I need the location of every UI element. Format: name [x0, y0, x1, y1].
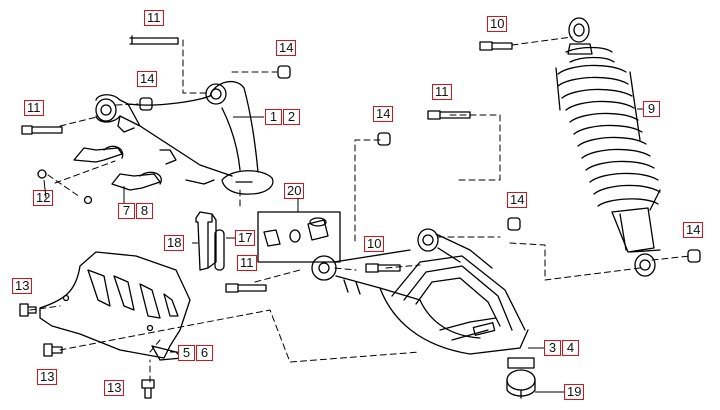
upper-control-arm — [95, 80, 274, 195]
assembly-guide-lines — [29, 36, 691, 383]
bushing-kit — [257, 211, 341, 263]
bushing-brackets — [73, 145, 162, 191]
callout-part-10-top: 10 — [487, 16, 508, 32]
callout-part-13-lower: 13 — [37, 369, 58, 385]
callout-part-17: 17 — [235, 230, 256, 246]
callout-number-box: 3 — [544, 340, 561, 356]
callout-number-box: 14 — [683, 222, 704, 238]
callout-number-box: 1 — [265, 109, 282, 125]
callout-number-box: 8 — [136, 203, 153, 219]
callout-part-12: 12 — [33, 190, 54, 206]
callout-number-box: 14 — [137, 71, 158, 87]
callout-number-box: 4 — [562, 340, 579, 356]
callout-number-box: 17 — [235, 230, 256, 246]
skid-plate-bolts — [19, 303, 155, 399]
callout-part-14-upper-left: 14 — [137, 71, 158, 87]
callout-number-box: 13 — [104, 380, 125, 396]
callout-part-10-mid: 10 — [364, 236, 385, 252]
callout-part-11-mid: 11 — [432, 84, 452, 100]
callout-number-box: 12 — [33, 190, 54, 206]
callout-part-19: 19 — [564, 384, 585, 400]
callout-part-14-mid: 14 — [373, 106, 394, 122]
callout-number-box: 11 — [144, 10, 164, 26]
callout-number-box: 10 — [364, 236, 385, 252]
callout-part-20: 20 — [284, 183, 305, 199]
callout-number-box: 13 — [12, 278, 33, 294]
lower-fasteners — [225, 110, 521, 293]
callout-part-11-top: 11 — [144, 10, 164, 26]
callout-number-box: 14 — [507, 192, 528, 208]
callout-number-box: 11 — [432, 84, 452, 100]
callout-number-box: 11 — [24, 100, 44, 116]
callout-number-box: 14 — [276, 40, 297, 56]
callout-number-box: 6 — [196, 345, 213, 361]
skid-plate — [39, 251, 191, 361]
callout-part-18: 18 — [164, 235, 185, 251]
lower-control-arm — [311, 228, 529, 355]
callout-part-11-lower: 11 — [237, 255, 257, 271]
callout-part-14-far-right: 14 — [683, 222, 704, 238]
callout-part-9: 9 — [643, 101, 660, 117]
callout-number-box: 7 — [118, 203, 135, 219]
callout-number-box: 20 — [284, 183, 305, 199]
callout-part-14-right-mid: 14 — [507, 192, 528, 208]
callout-part-13-bottom: 13 — [104, 380, 125, 396]
callout-number-box: 10 — [487, 16, 508, 32]
pivot-pins — [195, 211, 225, 271]
upper-fasteners — [21, 35, 291, 205]
callout-number-box: 9 — [643, 101, 660, 117]
callout-number-box: 14 — [373, 106, 394, 122]
ball-joint — [506, 357, 536, 399]
callout-number-box: 18 — [164, 235, 185, 251]
callout-number-box: 13 — [37, 369, 58, 385]
callout-number-box: 19 — [564, 384, 585, 400]
callout-number-box: 2 — [283, 109, 300, 125]
shock-absorber — [555, 17, 661, 277]
shock-fasteners — [479, 41, 701, 263]
callout-number-box: 11 — [237, 255, 257, 271]
callout-part-13-left: 13 — [12, 278, 33, 294]
callout-part-11-left: 11 — [24, 100, 44, 116]
callout-number-box: 5 — [178, 345, 195, 361]
callout-part-14-top: 14 — [276, 40, 297, 56]
